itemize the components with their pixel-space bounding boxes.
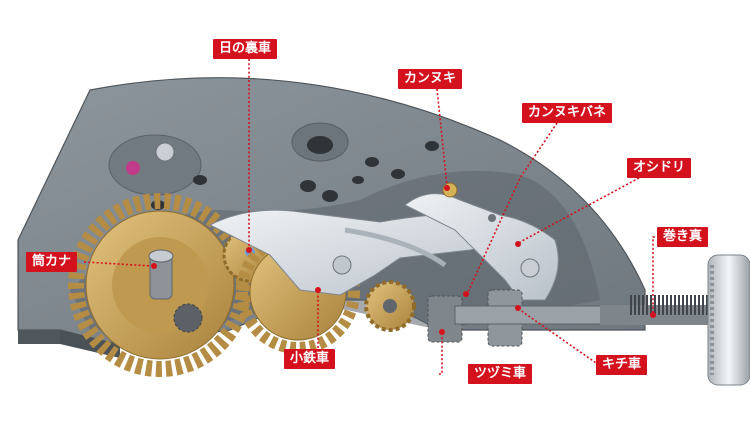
label-makishin: 巻き真 [657,227,709,247]
ruby-jewel [126,161,140,175]
setting-lever [404,182,559,301]
label-kannuki-bane: カンヌキバネ [522,103,613,123]
intermediate-gear [364,280,416,332]
plate-holes [108,122,439,210]
label-oshidori: オシドリ [627,158,692,178]
label-kotetsu: 小鉄車 [284,349,336,369]
setting-bridge [208,209,522,296]
screw-head [155,142,175,162]
label-kichi: キチ車 [596,355,648,375]
label-tsutsukana: 筒カナ [26,252,78,272]
label-tsuzumi: ツヅミ車 [468,364,533,384]
label-hinoura: 日の裏車 [213,39,278,59]
crown [707,254,750,386]
winding-stem [454,295,715,325]
label-kannuki: カンヌキ [398,69,463,89]
